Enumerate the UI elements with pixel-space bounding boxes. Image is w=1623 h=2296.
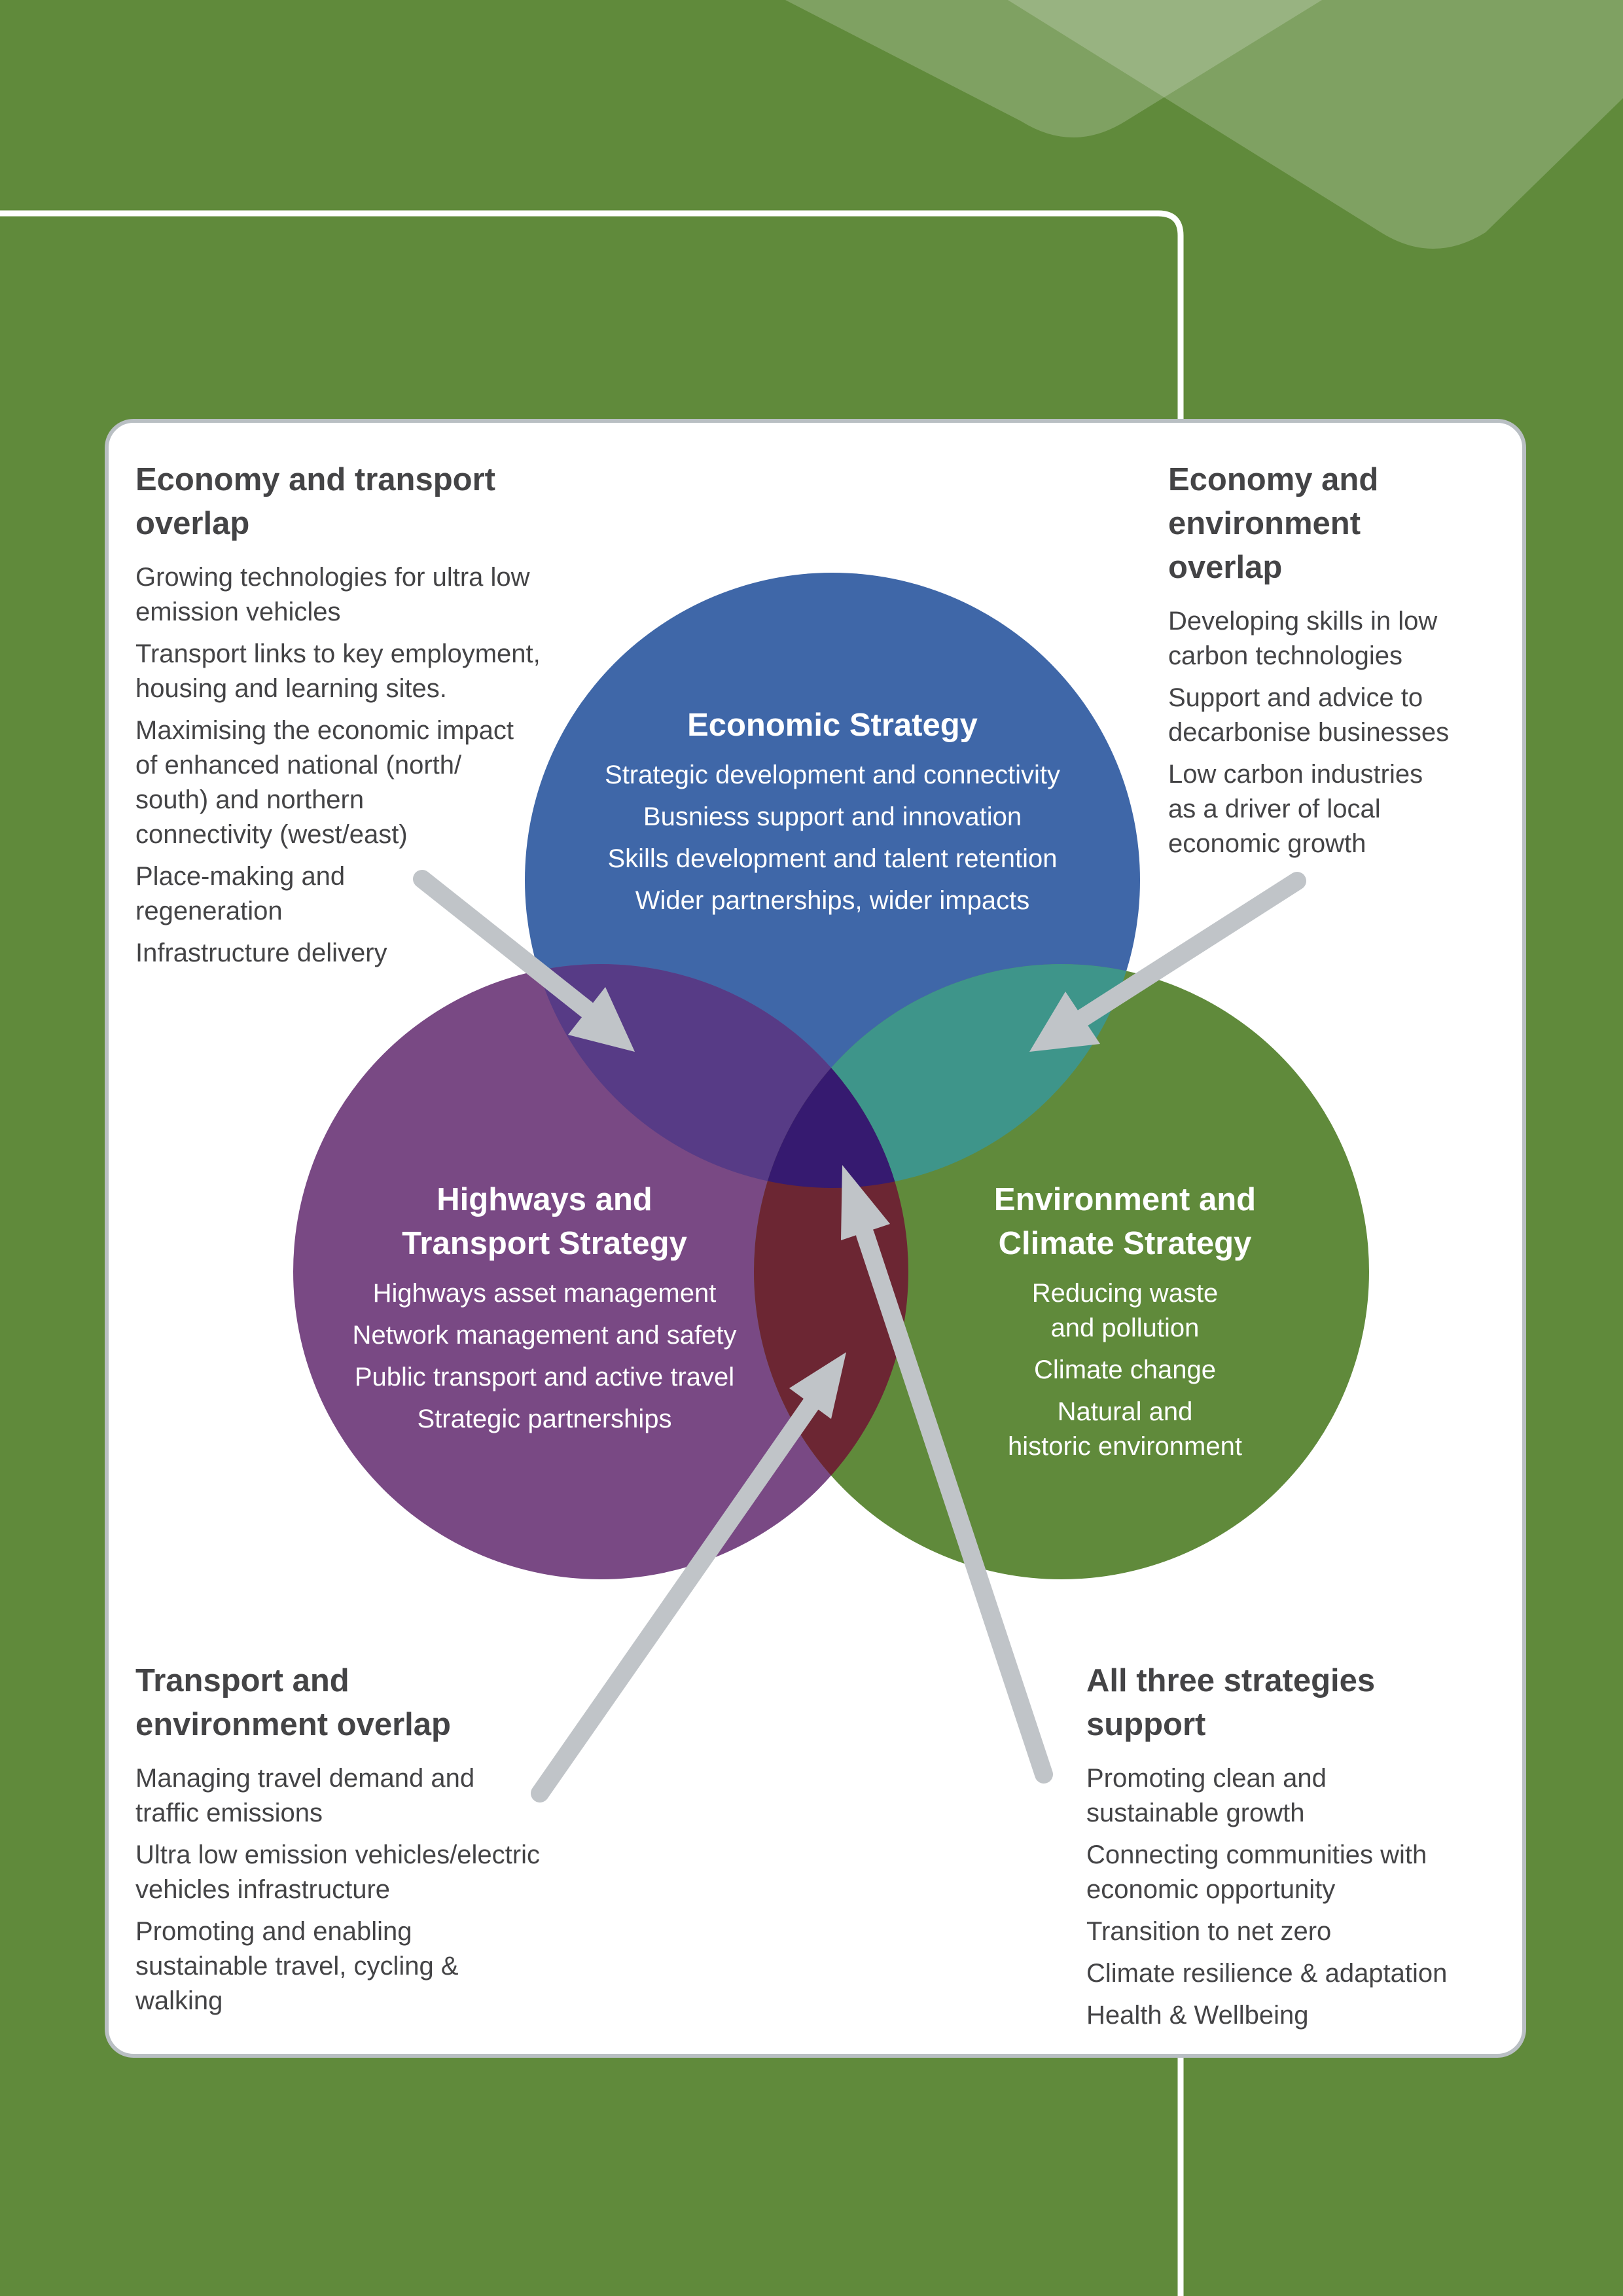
economic-strategy-text: Economic Strategy Strategic development …	[571, 704, 1094, 925]
list-item: Infrastructure delivery	[135, 939, 387, 967]
panel-all-three-strategies: All three strategies support Promoting c…	[1086, 1659, 1505, 2040]
overlap-list: Growing technologies for ultra low emiss…	[135, 560, 594, 971]
list-item: Strategic partnerships	[417, 1405, 672, 1433]
list-item: Busniess support and innovation	[643, 802, 1022, 831]
arrow-all-three	[841, 1165, 1053, 1784]
list-item: Developing skills in low carbon technolo…	[1168, 607, 1438, 670]
list-item: Climate resilience & adaptation	[1086, 1959, 1448, 1988]
list-item: Strategic development and connectivity	[605, 761, 1060, 789]
list-item: Natural and historic environment	[1008, 1397, 1242, 1461]
panel-title: Economy and environment overlap	[1168, 462, 1379, 585]
list-item: Transport links to key employment, housi…	[135, 639, 541, 703]
decorative-chevron-shape	[785, 0, 1322, 137]
circle-title: Economic Strategy	[687, 708, 978, 743]
panel-title: Transport and environment overlap	[135, 1663, 451, 1742]
economic-highways-overlap	[525, 964, 908, 1188]
panel-title: All three strategies support	[1086, 1663, 1376, 1742]
list-item: Place-making and regeneration	[135, 862, 346, 925]
decorative-chevron-shape	[1008, 0, 1623, 249]
strategy-list: Highways asset management Network manage…	[315, 1276, 774, 1437]
list-item: Skills development and talent retention	[607, 844, 1058, 873]
circle-title: Environment and Climate Strategy	[993, 1182, 1257, 1261]
list-item: Wider partnerships, wider impacts	[635, 886, 1030, 915]
circle-title: Highways and Transport Strategy	[402, 1182, 687, 1261]
list-item: Climate change	[1034, 1355, 1216, 1384]
arrow-economy-environment	[1029, 872, 1306, 1052]
list-item: Ultra low emission vehicles/electric veh…	[135, 1840, 540, 1904]
list-item: Support and advice to decarbonise busine…	[1168, 683, 1450, 747]
overlap-list: Promoting clean and sustainable growth C…	[1086, 1761, 1505, 2033]
list-item: Promoting clean and sustainable growth	[1086, 1764, 1327, 1827]
strategy-list: Strategic development and connectivity B…	[571, 758, 1094, 918]
list-item: Highways asset management	[372, 1279, 717, 1308]
list-item: Managing travel demand and traffic emiss…	[135, 1764, 475, 1827]
list-item: Reducing waste and pollution	[1031, 1279, 1219, 1342]
list-item: Growing technologies for ultra low emiss…	[135, 563, 530, 626]
arrow-transport-environment	[531, 1352, 846, 1803]
list-item: Low carbon industries as a driver of loc…	[1168, 760, 1423, 858]
list-item: Transition to net zero	[1086, 1917, 1332, 1946]
highways-strategy-text: Highways and Transport Strategy Highways…	[315, 1178, 774, 1444]
strategy-list: Reducing waste and pollution Climate cha…	[929, 1276, 1321, 1464]
panel-title: Economy and transport overlap	[135, 462, 495, 541]
panel-transport-environment-overlap: Transport and environment overlap Managi…	[135, 1659, 594, 2026]
frame-line-top	[0, 210, 1184, 419]
arrow-economy-transport	[413, 870, 635, 1052]
panel-economy-environment-overlap: Economy and environment overlap Developi…	[1168, 458, 1495, 869]
list-item: Promoting and enabling sustainable trave…	[135, 1917, 459, 2015]
list-item: Network management and safety	[352, 1321, 737, 1350]
panel-economy-transport-overlap: Economy and transport overlap Growing te…	[135, 458, 594, 978]
overlap-list: Managing travel demand and traffic emiss…	[135, 1761, 594, 2018]
list-item: Connecting communities with economic opp…	[1086, 1840, 1427, 1904]
list-item: Health & Wellbeing	[1086, 2001, 1309, 2030]
list-item: Public transport and active travel	[354, 1363, 735, 1391]
list-item: Maximising the economic impact of enhanc…	[135, 716, 514, 849]
environment-strategy-text: Environment and Climate Strategy Reducin…	[929, 1178, 1321, 1471]
economic-environment-overlap	[754, 964, 1140, 1188]
overlap-list: Developing skills in low carbon technolo…	[1168, 604, 1495, 861]
